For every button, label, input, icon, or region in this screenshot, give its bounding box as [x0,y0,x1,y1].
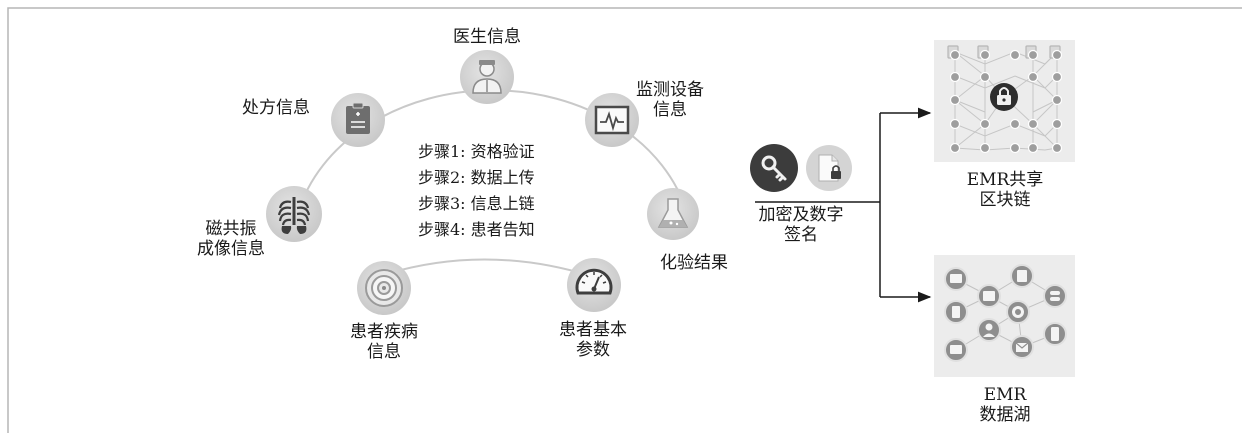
ribcage-icon [266,186,322,242]
encryption-label-line: 签名 [784,225,818,245]
node-label-lab: 化验结果 [660,253,728,273]
gauge-icon [567,258,621,312]
prescription-icon [331,93,385,147]
node-label-monitor: 监测设备 信息 [636,80,704,120]
frame-border [7,7,1242,433]
node-label-doctor: 医生信息 [453,27,521,47]
node-label-line: 监测设备 [636,80,704,100]
encryption-label-line: 加密及数字 [758,205,844,225]
doctor-icon [460,50,514,104]
padlock-network-icon [934,40,1075,162]
node-label-line: 成像信息 [197,239,265,259]
node-label-line: 患者基本 [559,320,627,340]
datalake-label: EMR 数据湖 [980,385,1031,425]
step-item: 步骤2: 数据上传 [418,168,535,187]
step-item: 步骤4: 患者告知 [418,220,535,239]
steps-list: 步骤1: 资格验证 步骤2: 数据上传 步骤3: 信息上链 步骤4: 患者告知 [418,139,535,243]
node-label-params: 患者基本 参数 [559,320,627,360]
node-label-line: 信息 [653,100,687,120]
signed-document-icon [806,145,852,191]
datalake-label-line: 数据湖 [979,405,1031,425]
node-label-line: 化验结果 [660,253,728,273]
node-label-line: 医生信息 [453,27,521,47]
node-label-mri: 磁共振 成像信息 [197,219,265,259]
step-item: 步骤1: 资格验证 [418,142,535,161]
node-label-line: 磁共振 [205,219,257,239]
target-icon [357,261,411,315]
node-label-disease: 患者疾病 信息 [350,322,418,362]
node-label-line: 信息 [367,342,401,362]
node-label-prescription: 处方信息 [242,98,310,118]
datalake-label-line: EMR [983,385,1027,405]
heart-monitor-icon [585,93,639,147]
blockchain-label: EMR共享 区块链 [967,170,1044,210]
data-sources-icon [934,255,1075,377]
step-item: 步骤3: 信息上链 [418,194,535,213]
node-label-line: 患者疾病 [350,322,418,342]
flask-icon [647,188,699,240]
key-icon [750,144,798,192]
ring-lower-arc [385,258,592,277]
encryption-label: 加密及数字 签名 [759,205,844,245]
node-label-line: 处方信息 [242,98,310,118]
blockchain-label-line: EMR共享 [966,170,1044,190]
node-label-line: 参数 [576,340,610,360]
blockchain-label-line: 区块链 [979,190,1031,210]
